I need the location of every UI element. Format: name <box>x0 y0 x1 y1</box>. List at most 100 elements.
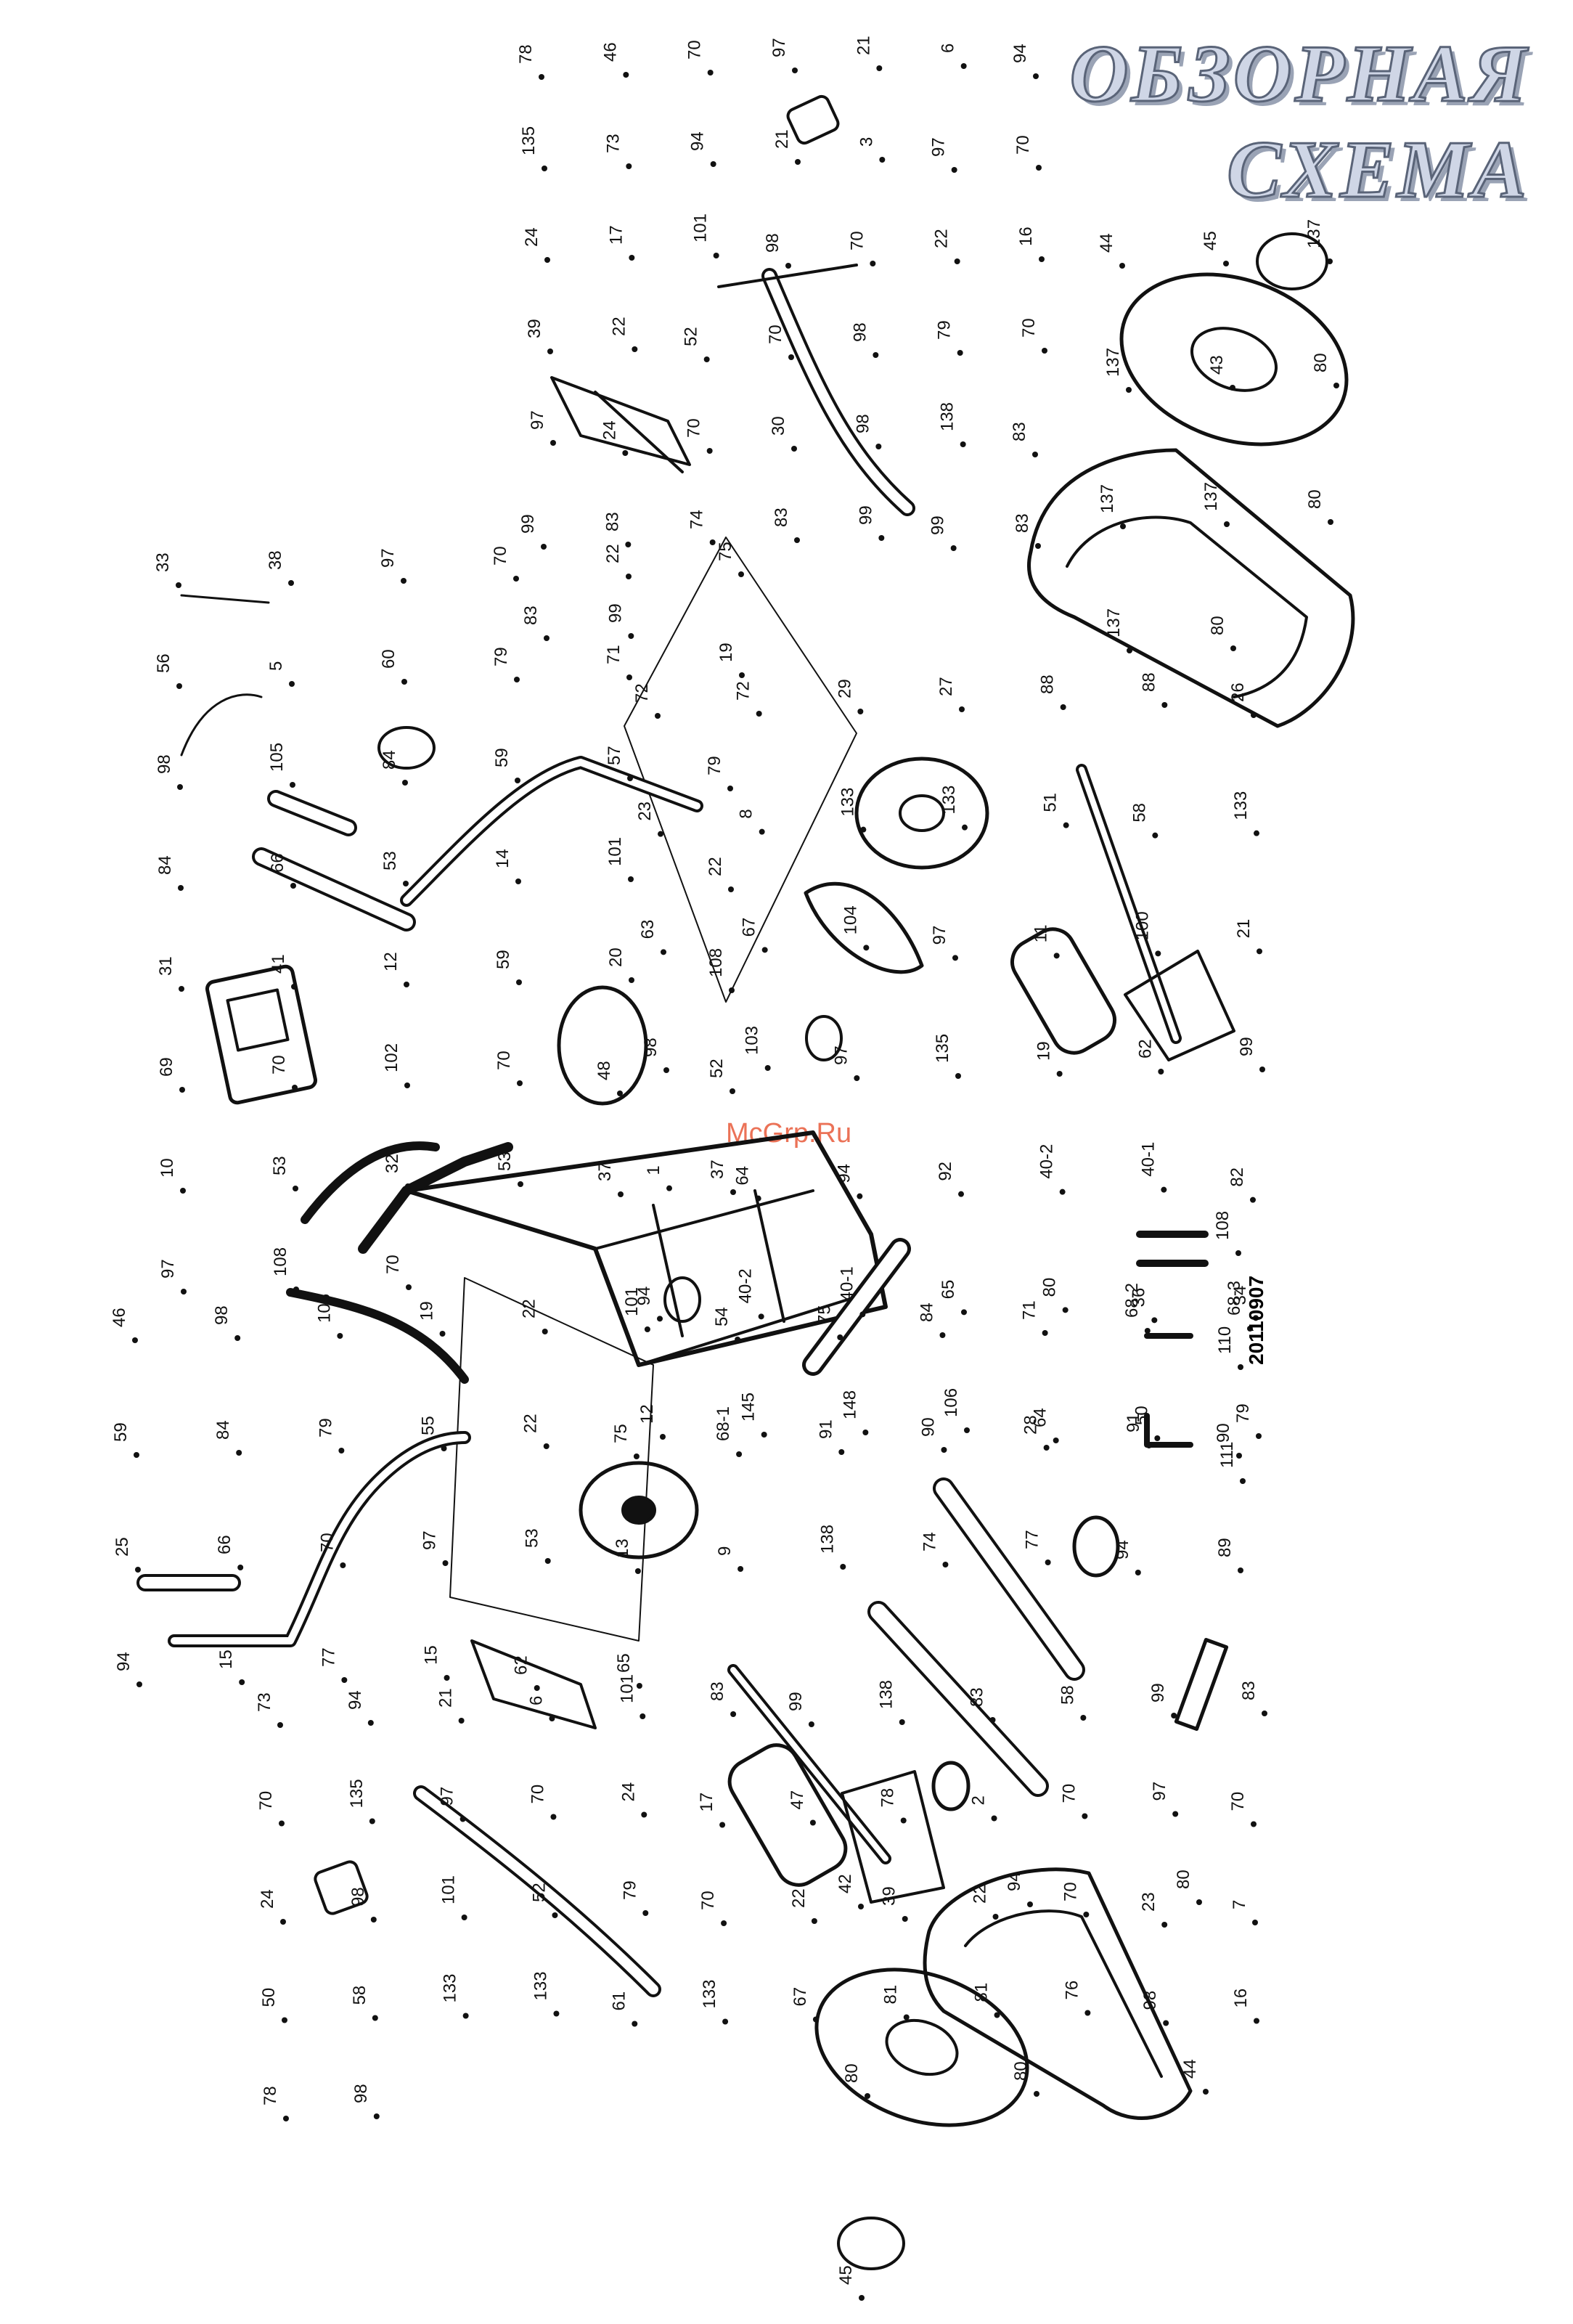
callout-dot <box>992 1914 999 1920</box>
part-number-label: 70 <box>1059 1784 1079 1803</box>
callout-dot <box>644 1326 650 1332</box>
part-number-label: 19 <box>716 643 736 662</box>
callout-dot <box>543 1443 549 1449</box>
callout-dot <box>1196 1899 1202 1905</box>
part-number-label: 65 <box>614 1653 634 1673</box>
wheel-cover-left <box>814 1968 1029 2127</box>
callout-dot <box>401 578 406 584</box>
part-number-label: 12 <box>381 952 401 971</box>
part-number-label: 101 <box>617 1674 637 1703</box>
part-number-label: 22 <box>520 1299 539 1318</box>
part-number-label: 62 <box>1135 1039 1155 1059</box>
callout-dot <box>1251 712 1257 718</box>
pedal-50 <box>727 1743 848 1887</box>
part-number-label: 99 <box>856 505 875 525</box>
part-number-label: 94 <box>346 1690 365 1710</box>
callout-dot <box>402 780 408 786</box>
callout-dot <box>626 674 632 680</box>
part-number-label: 88 <box>1139 672 1159 692</box>
callout-dot <box>236 1450 242 1456</box>
callout-dot <box>758 1313 764 1320</box>
part-number-label: 31 <box>156 956 176 976</box>
callout-dot <box>640 1713 646 1719</box>
part-number-label: 111 <box>1217 1442 1237 1468</box>
tool-wrench-111 <box>1136 1231 1209 1267</box>
shroud-41 <box>557 985 648 1106</box>
pulley-27 <box>854 757 989 870</box>
part-number-label: 76 <box>1062 1981 1082 2000</box>
callout-dot <box>625 542 632 547</box>
callout-dot <box>1056 1071 1063 1077</box>
part-number-label: 103 <box>743 1026 762 1055</box>
part-number-label: 68-1 <box>714 1406 733 1441</box>
part-number-label: 52 <box>707 1059 727 1078</box>
callout-dot <box>703 356 710 362</box>
part-number-label: 44 <box>1097 233 1116 253</box>
callout-dot <box>1230 385 1235 391</box>
callout-dot <box>552 1912 558 1918</box>
part-number-label: 82 <box>1227 1167 1247 1187</box>
part-number-label: 99 <box>928 515 948 535</box>
part-number-label: 15 <box>216 1650 236 1669</box>
callout-dot <box>628 633 634 639</box>
callout-dot <box>785 263 791 269</box>
callout-dot <box>1163 2020 1169 2026</box>
part-number-label: 70 <box>528 1785 547 1804</box>
callout-dot <box>1045 1559 1051 1565</box>
callout-dot <box>293 1186 298 1191</box>
callout-dot <box>1043 1445 1050 1451</box>
callout-dot <box>280 1919 286 1925</box>
console-31 <box>205 964 318 1105</box>
callout-dot <box>401 679 407 685</box>
part-number-label: 97 <box>158 1259 178 1279</box>
callout-dot <box>1256 1433 1262 1439</box>
callout-dot <box>1053 953 1060 959</box>
callout-dot <box>730 1711 737 1717</box>
part-number-label: 50 <box>259 1988 279 2007</box>
callout-dot <box>550 1814 557 1820</box>
callout-dot <box>291 984 297 990</box>
callout-dot <box>1257 948 1262 955</box>
callout-dot <box>858 1904 864 1909</box>
part-number-label: 79 <box>316 1418 335 1438</box>
callout-dot <box>442 1560 449 1566</box>
part-number-label: 40-2 <box>1037 1144 1057 1179</box>
callout-dot <box>658 831 663 837</box>
part-number-label: 40-2 <box>736 1268 756 1303</box>
part-number-label: 78 <box>878 1788 898 1808</box>
part-number-label: 22 <box>971 1884 990 1904</box>
part-number-label: 59 <box>111 1422 131 1442</box>
callout-dot <box>859 2295 865 2301</box>
part-number-label: 33 <box>153 553 173 572</box>
bracket-right <box>550 376 691 466</box>
callout-dot <box>369 1818 375 1824</box>
callout-dot <box>290 883 296 889</box>
part-number-label: 83 <box>708 1681 727 1701</box>
callout-dot <box>622 450 629 456</box>
part-number-label: 24 <box>522 227 542 247</box>
part-number-label: 105 <box>267 743 287 772</box>
part-number-label: 97 <box>420 1530 440 1550</box>
callout-dot <box>954 258 960 264</box>
callout-dot <box>517 1080 523 1086</box>
callout-dot <box>761 1432 767 1438</box>
callout-dot <box>1080 1715 1087 1721</box>
callout-dot <box>514 677 520 682</box>
callout-dot <box>1036 165 1042 171</box>
callout-dot <box>1035 543 1041 549</box>
part-number-label: 48 <box>595 1061 614 1080</box>
callout-dot <box>337 1333 343 1339</box>
part-number-label: 23 <box>635 802 655 821</box>
part-number-label: 104 <box>841 905 860 934</box>
callout-dot <box>513 576 519 582</box>
callout-dot <box>900 1817 907 1824</box>
part-number-label: 47 <box>788 1790 807 1810</box>
part-number-label: 84 <box>380 750 399 770</box>
part-number-label: 80 <box>842 2063 862 2083</box>
part-number-label: 21 <box>772 129 792 149</box>
callout-dot <box>808 1721 814 1727</box>
part-number-label: 80 <box>1174 1870 1193 1889</box>
part-number-label: 138 <box>877 1680 896 1709</box>
part-number-label: 98 <box>763 233 783 253</box>
